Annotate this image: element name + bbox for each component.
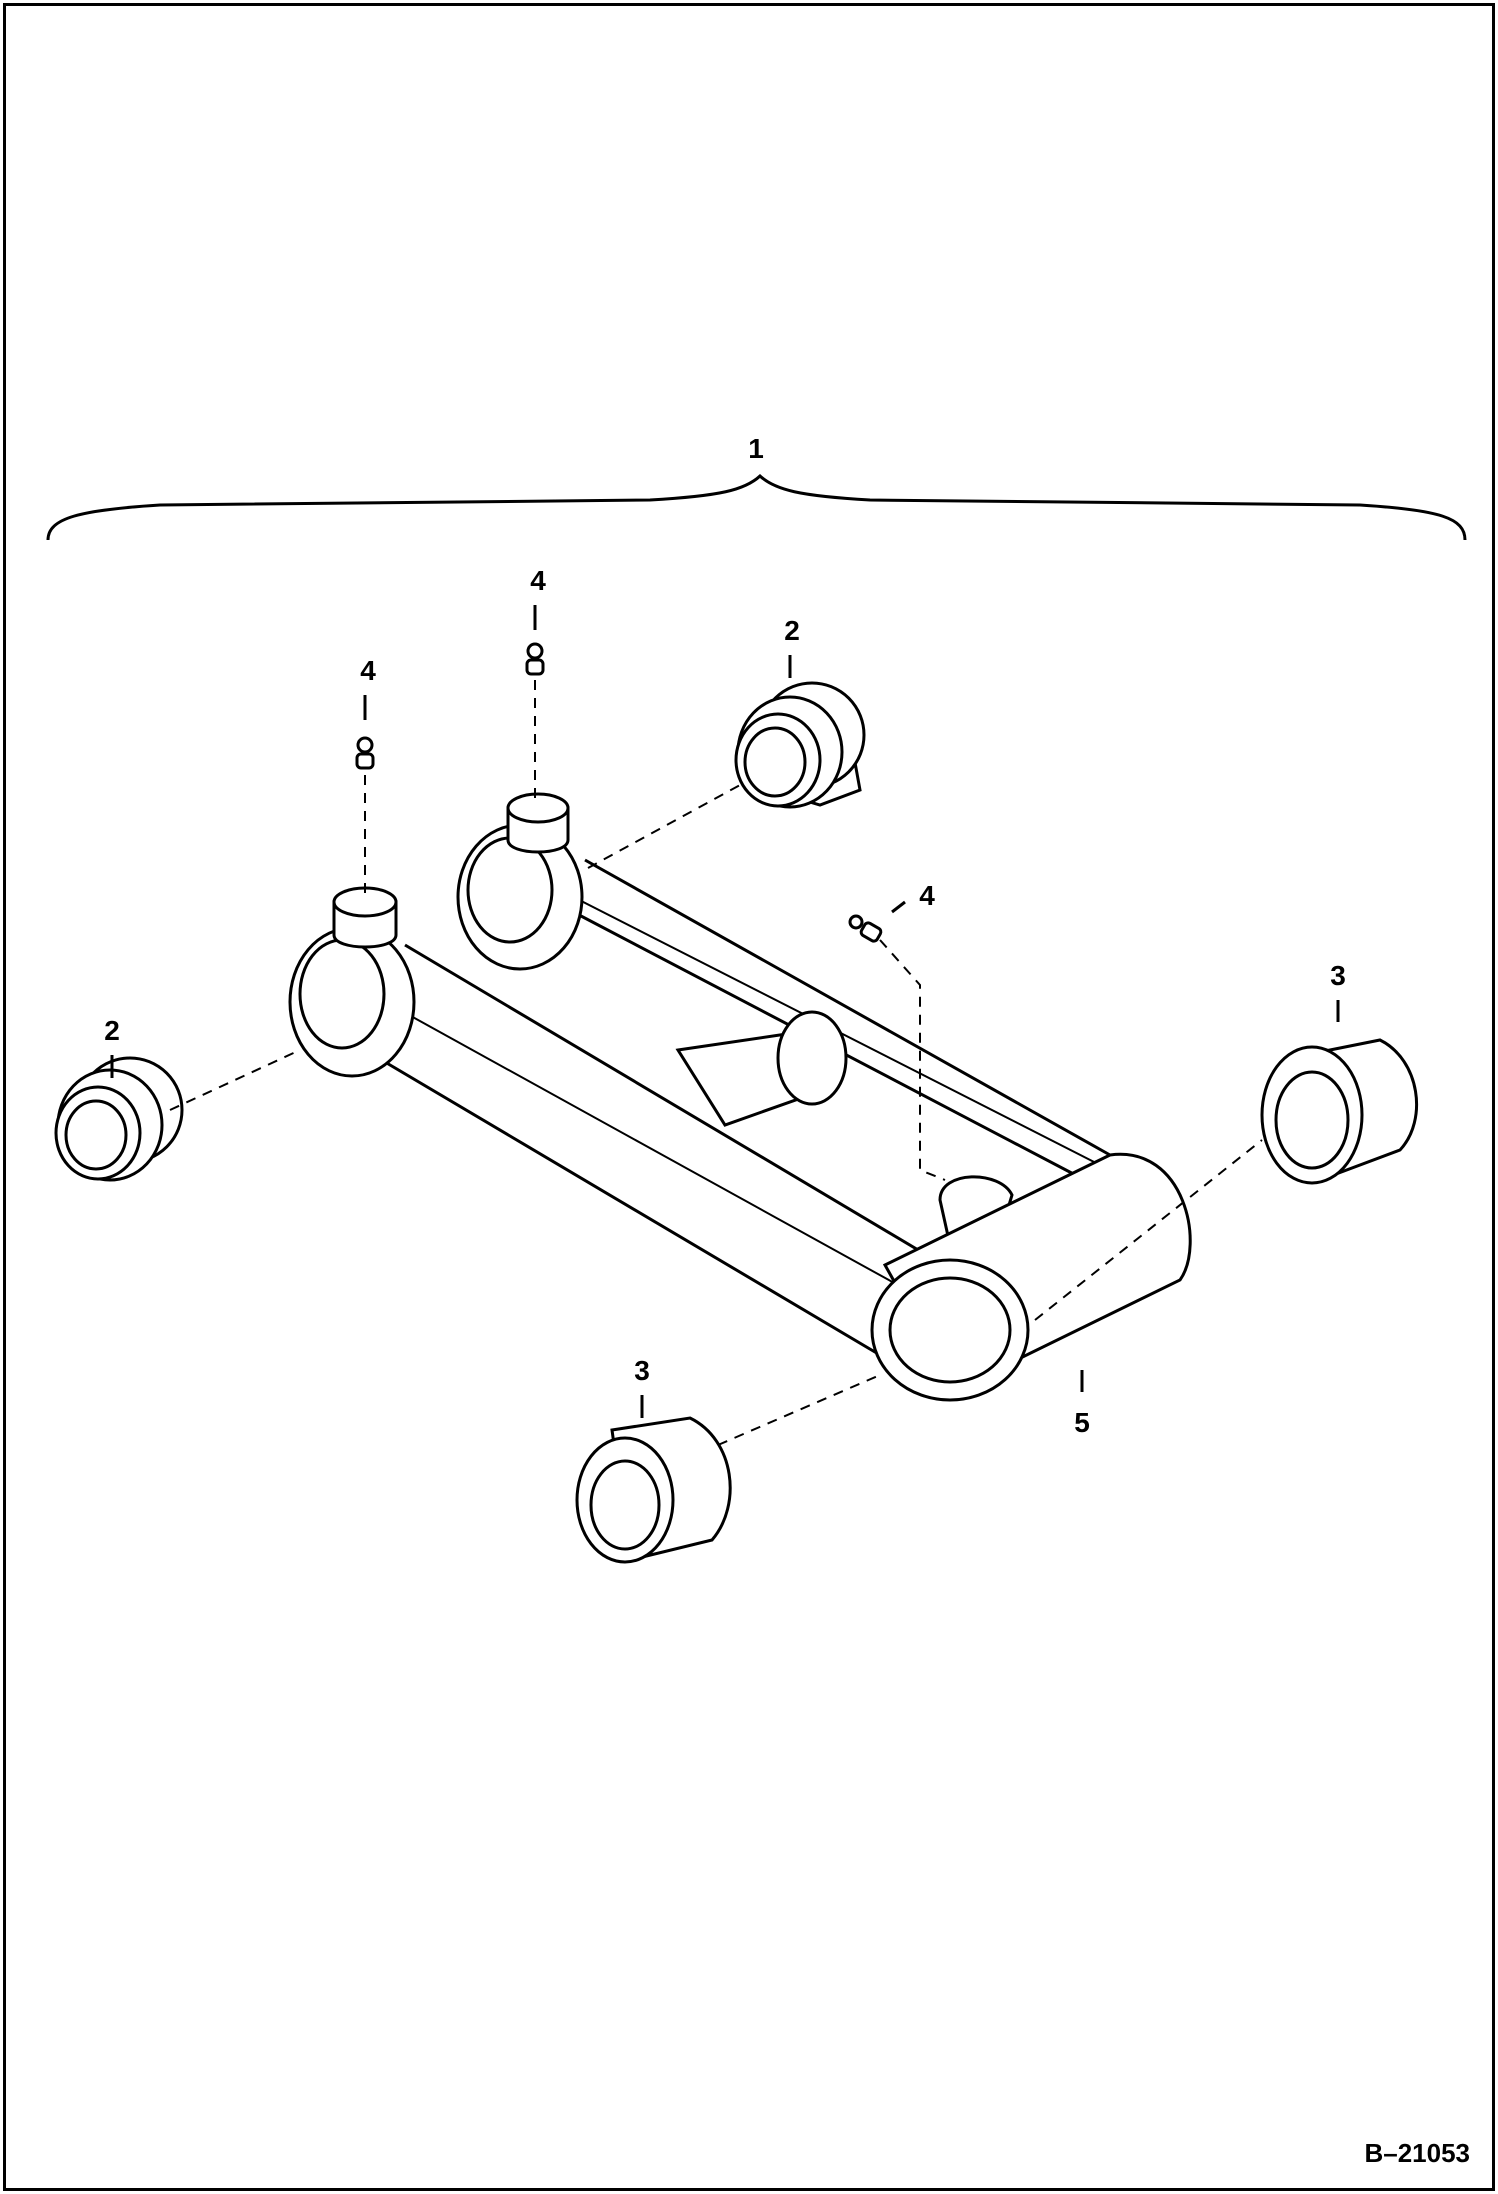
dash-line	[169, 1049, 301, 1111]
seal-top	[734, 681, 866, 809]
grease-fitting-center	[848, 914, 883, 943]
dash-line	[587, 784, 741, 869]
callout-link-body: 5	[1074, 1407, 1090, 1438]
grease-fitting-left	[355, 736, 375, 770]
figure-id: B–21053	[1364, 2138, 1470, 2168]
dash-line	[1034, 1139, 1263, 1321]
bushing-right	[1260, 1038, 1419, 1185]
seal-left	[54, 1056, 184, 1182]
callout-seal-left: 2	[104, 1015, 120, 1046]
callout-fitting-center: 4	[919, 880, 935, 911]
callout-assembly: 1	[748, 433, 764, 464]
callout-fitting-left: 4	[360, 655, 376, 686]
bushing-lower	[575, 1416, 732, 1564]
dash-line	[717, 1374, 881, 1446]
callout-fitting-top: 4	[530, 565, 546, 596]
link-body	[288, 792, 1192, 1402]
callout-bushing-right: 3	[1330, 960, 1346, 991]
leader-line	[891, 900, 906, 914]
dash-line	[879, 939, 946, 1181]
assembly-brace	[46, 473, 1467, 541]
grease-fitting-top	[525, 642, 545, 676]
callout-bushing-lower: 3	[634, 1355, 650, 1386]
callout-seal-right: 2	[784, 615, 800, 646]
